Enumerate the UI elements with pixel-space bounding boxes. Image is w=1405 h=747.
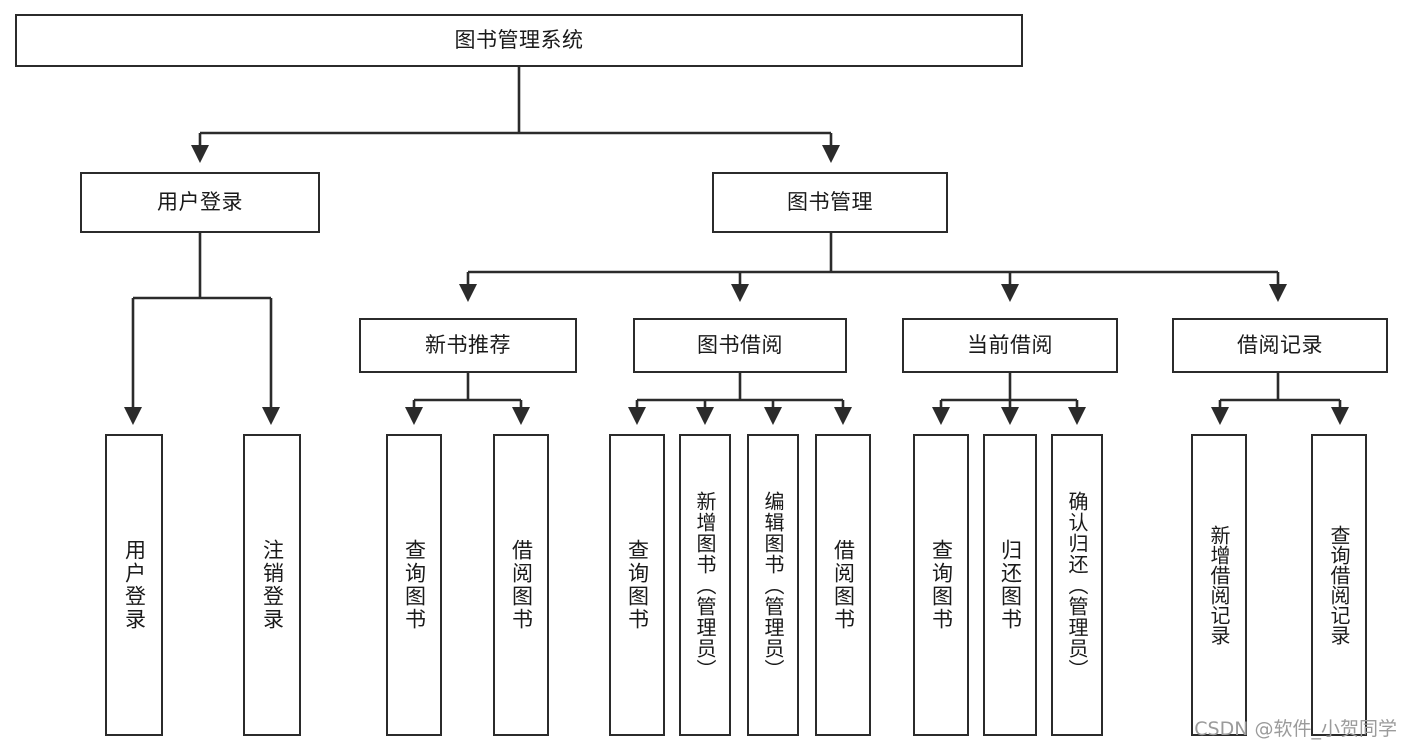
node-label: 确认归还（管理员） xyxy=(1065,490,1089,680)
node-label: 借阅图书 xyxy=(509,539,534,631)
node-label: 注销登录 xyxy=(260,539,285,631)
node-label: 新增借阅记录 xyxy=(1207,525,1231,645)
node-label: 新书推荐 xyxy=(425,332,511,357)
leaf-borrow-book-recommend[interactable]: 借阅图书 xyxy=(493,434,549,736)
leaf-query-book-current[interactable]: 查询图书 xyxy=(913,434,969,736)
node-book-management[interactable]: 图书管理 xyxy=(712,172,948,233)
node-label: 借阅记录 xyxy=(1237,332,1323,357)
node-label: 查询借阅记录 xyxy=(1327,525,1351,645)
node-current-borrow[interactable]: 当前借阅 xyxy=(902,318,1118,373)
node-label: 编辑图书（管理员） xyxy=(761,490,785,680)
leaf-query-book-borrow[interactable]: 查询图书 xyxy=(609,434,665,736)
leaf-add-book-admin[interactable]: 新增图书（管理员） xyxy=(679,434,731,736)
node-book-borrow[interactable]: 图书借阅 xyxy=(633,318,847,373)
node-label: 查询图书 xyxy=(929,539,954,631)
node-label: 用户登录 xyxy=(122,539,147,631)
leaf-query-borrow-record[interactable]: 查询借阅记录 xyxy=(1311,434,1367,736)
leaf-return-book[interactable]: 归还图书 xyxy=(983,434,1037,736)
leaf-user-login[interactable]: 用户登录 xyxy=(105,434,163,736)
watermark-text: CSDN @软件_小贺同学 xyxy=(1194,718,1397,740)
leaf-edit-book-admin[interactable]: 编辑图书（管理员） xyxy=(747,434,799,736)
node-root-system[interactable]: 图书管理系统 xyxy=(15,14,1023,67)
node-label: 查询图书 xyxy=(625,539,650,631)
node-label: 借阅图书 xyxy=(831,539,856,631)
node-label: 查询图书 xyxy=(402,539,427,631)
leaf-logout[interactable]: 注销登录 xyxy=(243,434,301,736)
leaf-borrow-book[interactable]: 借阅图书 xyxy=(815,434,871,736)
node-user-login[interactable]: 用户登录 xyxy=(80,172,320,233)
node-label: 用户登录 xyxy=(157,189,243,214)
node-label: 图书借阅 xyxy=(697,332,783,357)
node-borrow-record[interactable]: 借阅记录 xyxy=(1172,318,1388,373)
node-label: 当前借阅 xyxy=(967,332,1053,357)
node-label: 图书管理 xyxy=(787,189,873,214)
node-label: 图书管理系统 xyxy=(454,27,584,52)
node-new-book-recommend[interactable]: 新书推荐 xyxy=(359,318,577,373)
leaf-confirm-return-admin[interactable]: 确认归还（管理员） xyxy=(1051,434,1103,736)
node-label: 新增图书（管理员） xyxy=(693,490,717,680)
leaf-query-book-recommend[interactable]: 查询图书 xyxy=(386,434,442,736)
node-label: 归还图书 xyxy=(998,539,1023,631)
leaf-add-borrow-record[interactable]: 新增借阅记录 xyxy=(1191,434,1247,736)
